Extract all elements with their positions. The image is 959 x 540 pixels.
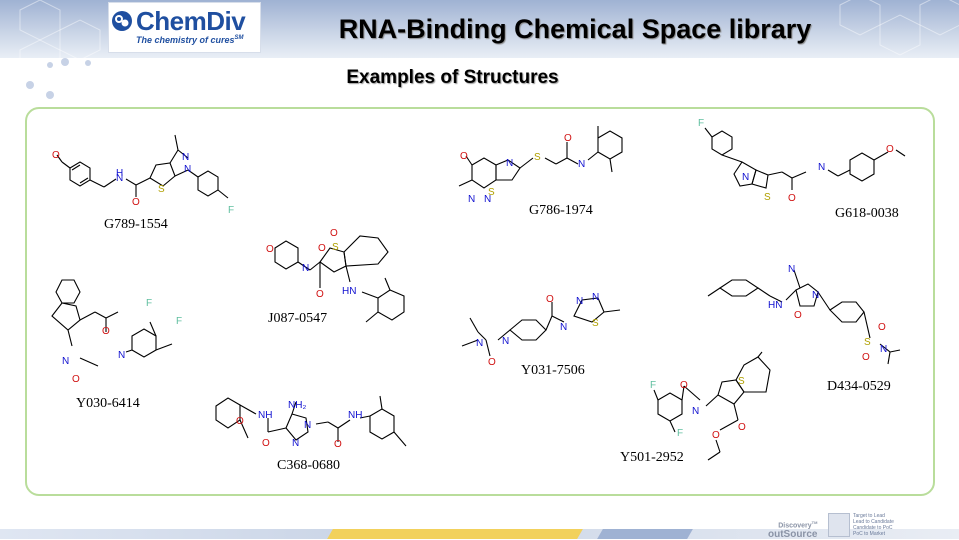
chemdiv-logo-icon xyxy=(112,11,132,31)
svg-text:N: N xyxy=(502,336,509,347)
svg-text:O: O xyxy=(680,380,688,391)
svg-text:N: N xyxy=(592,292,599,303)
brand-lines: Target to Lead Lead to Candidate Candida… xyxy=(853,513,894,537)
structure-y031-7506 xyxy=(461,297,621,357)
svg-text:O: O xyxy=(236,416,244,427)
svg-text:O: O xyxy=(794,310,802,321)
svg-text:O: O xyxy=(488,357,496,368)
svg-text:O: O xyxy=(266,244,274,255)
svg-text:NH: NH xyxy=(348,410,362,421)
svg-text:O: O xyxy=(564,133,572,144)
compound-id: G786-1974 xyxy=(529,203,593,218)
svg-text:S: S xyxy=(488,187,495,198)
footer-stripe-yellow xyxy=(327,529,583,539)
svg-text:N: N xyxy=(116,173,123,184)
svg-text:N: N xyxy=(292,438,299,449)
page-subtitle: Examples of Structures xyxy=(346,67,559,88)
svg-text:S: S xyxy=(592,318,599,329)
svg-text:F: F xyxy=(650,380,656,391)
svg-text:O: O xyxy=(330,228,338,239)
structure-y030-6414 xyxy=(51,279,173,367)
compound-id: Y030-6414 xyxy=(76,396,140,411)
svg-text:O: O xyxy=(334,439,342,450)
logo-box xyxy=(108,2,261,53)
svg-text:F: F xyxy=(176,316,182,327)
svg-text:N: N xyxy=(302,263,309,274)
svg-text:O: O xyxy=(878,322,886,333)
svg-text:N: N xyxy=(484,194,491,205)
svg-text:O: O xyxy=(712,430,720,441)
discovery-outsource-brand: DiscoveryTM outSource xyxy=(768,520,818,540)
svg-text:N: N xyxy=(818,162,825,173)
svg-text:O: O xyxy=(886,144,894,155)
svg-text:N: N xyxy=(182,152,189,163)
logo-tagline: The chemistry of curesSM xyxy=(136,35,244,45)
svg-text:N: N xyxy=(576,296,583,307)
svg-text:HN: HN xyxy=(768,300,782,311)
compound-id: G789-1554 xyxy=(104,217,168,232)
structure-d434-0529 xyxy=(707,269,901,365)
svg-text:S: S xyxy=(764,192,771,203)
structure-j087-0547 xyxy=(274,235,405,323)
compound-id: Y501-2952 xyxy=(620,450,684,465)
svg-text:F: F xyxy=(677,428,683,439)
svg-text:N: N xyxy=(880,344,887,355)
svg-text:NH₂: NH₂ xyxy=(288,400,306,411)
structure-c368-0680 xyxy=(215,395,407,447)
svg-text:S: S xyxy=(864,337,871,348)
svg-text:O: O xyxy=(460,151,468,162)
svg-text:N: N xyxy=(62,356,69,367)
svg-text:N: N xyxy=(812,290,819,301)
svg-text:NH: NH xyxy=(258,410,272,421)
structure-g786-1974 xyxy=(458,126,623,189)
svg-text:H: H xyxy=(116,168,123,179)
svg-text:S: S xyxy=(332,242,339,253)
page-title: RNA-Binding Chemical Space library xyxy=(338,14,812,44)
svg-text:O: O xyxy=(316,289,324,300)
svg-text:N: N xyxy=(476,338,483,349)
svg-text:O: O xyxy=(318,243,326,254)
svg-text:N: N xyxy=(742,172,749,183)
svg-text:HN: HN xyxy=(342,286,356,297)
compound-id: Y031-7506 xyxy=(521,363,585,378)
svg-text:O: O xyxy=(546,294,554,305)
svg-text:F: F xyxy=(146,298,152,309)
structure-y501-2952 xyxy=(653,351,771,461)
svg-text:O: O xyxy=(738,422,746,433)
svg-text:S: S xyxy=(158,184,165,195)
svg-text:N: N xyxy=(468,194,475,205)
compound-id: C368-0680 xyxy=(277,458,340,473)
svg-text:N: N xyxy=(788,264,795,275)
svg-text:O: O xyxy=(72,374,80,385)
svg-text:N: N xyxy=(578,159,585,170)
svg-text:N: N xyxy=(118,350,125,361)
svg-text:O: O xyxy=(102,326,110,337)
structures-panel xyxy=(25,107,935,496)
footer-stripe-blue xyxy=(597,529,693,539)
structure-g789-1554 xyxy=(56,134,229,199)
svg-text:S: S xyxy=(534,152,541,163)
svg-text:O: O xyxy=(132,197,140,208)
svg-text:N: N xyxy=(184,164,191,175)
svg-text:O: O xyxy=(262,438,270,449)
svg-text:O: O xyxy=(788,193,796,204)
structure-g618-0038 xyxy=(704,127,906,190)
svg-text:O: O xyxy=(862,352,870,363)
svg-text:N: N xyxy=(560,322,567,333)
svg-text:N: N xyxy=(506,158,513,169)
svg-text:N: N xyxy=(304,420,311,431)
compound-id: G618-0038 xyxy=(835,206,899,221)
svg-text:O: O xyxy=(52,150,60,161)
compound-id: D434-0529 xyxy=(827,379,891,394)
logo-name: ChemDiv xyxy=(136,6,246,36)
svg-text:F: F xyxy=(228,205,234,216)
svg-text:S: S xyxy=(738,376,745,387)
compound-id: J087-0547 xyxy=(268,311,328,326)
brand-logo-icon xyxy=(828,513,850,537)
svg-text:N: N xyxy=(692,406,699,417)
svg-text:F: F xyxy=(698,118,704,129)
